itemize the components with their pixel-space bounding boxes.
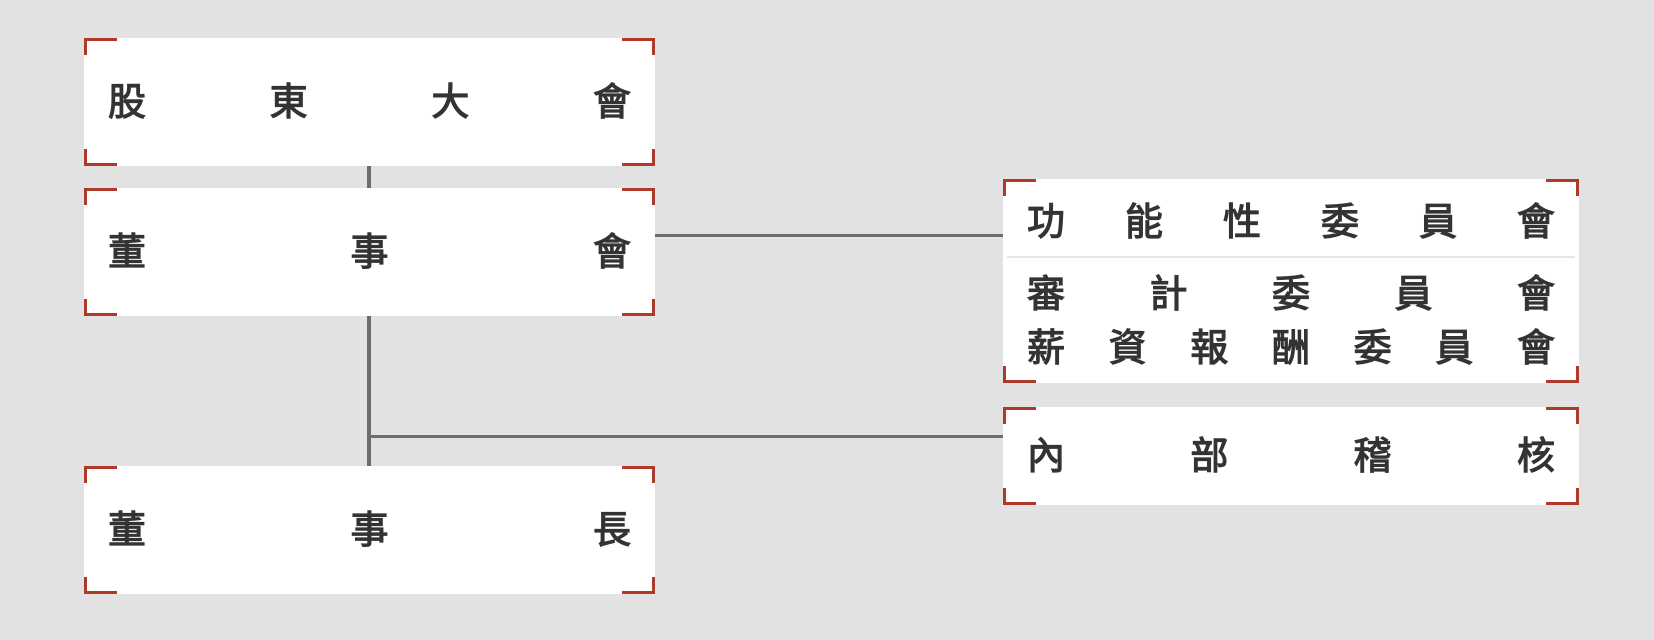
bracket-corner: [622, 577, 655, 594]
label-char: 會: [1516, 326, 1555, 370]
label-char: 長: [592, 508, 631, 552]
bracket-corner: [1003, 366, 1036, 383]
node-label: 董 事 長: [108, 511, 631, 549]
bracket-corner: [84, 149, 117, 166]
bracket-corner: [84, 188, 117, 205]
node-label-functional-committees: 功 能 性 委 員 會: [1027, 203, 1555, 241]
label-char: 股: [108, 80, 147, 124]
connector-shareholders-board: [367, 165, 371, 189]
bracket-corner: [622, 149, 655, 166]
node-chairman: 董 事 長: [84, 466, 655, 594]
bracket-corner: [1546, 407, 1579, 424]
label-char: 稽: [1353, 434, 1392, 478]
label-char: 核: [1516, 434, 1555, 478]
node-board-of-directors: 董 事 會: [84, 188, 655, 316]
bracket-corner: [1546, 488, 1579, 505]
bracket-corner: [84, 466, 117, 483]
label-char: 部: [1190, 434, 1229, 478]
bracket-corner: [84, 299, 117, 316]
node-label: 內 部 稽 核: [1027, 437, 1555, 475]
label-char: 會: [592, 230, 631, 274]
label-char: 審: [1027, 272, 1066, 316]
label-char: 資: [1108, 326, 1147, 370]
label-char: 委: [1353, 326, 1392, 370]
label-char: 酬: [1271, 326, 1310, 370]
node-internal-audit: 內 部 稽 核: [1003, 407, 1579, 505]
node-functional-committees: 功 能 性 委 員 會 審 計 委 員 會 薪 資 報 酬 委 員 會: [1003, 179, 1579, 383]
label-char: 大: [431, 80, 470, 124]
bracket-corner: [1003, 407, 1036, 424]
label-char: 會: [1516, 200, 1555, 244]
node-label-compensation-committee: 薪 資 報 酬 委 員 會: [1027, 329, 1555, 367]
label-char: 功: [1027, 200, 1066, 244]
label-char: 員: [1418, 200, 1457, 244]
bracket-corner: [622, 38, 655, 55]
bracket-corner: [1546, 179, 1579, 196]
label-char: 報: [1190, 326, 1229, 370]
label-char: 會: [592, 80, 631, 124]
group-divider: [1007, 256, 1575, 258]
bracket-corner: [622, 466, 655, 483]
label-char: 能: [1124, 200, 1163, 244]
bracket-corner: [84, 577, 117, 594]
connector-board-committees: [655, 234, 1003, 237]
bracket-corner: [622, 299, 655, 316]
bracket-corner: [622, 188, 655, 205]
node-label: 股 東 大 會: [108, 83, 631, 121]
node-label-audit-committee: 審 計 委 員 會: [1027, 275, 1555, 313]
label-char: 委: [1320, 200, 1359, 244]
label-char: 性: [1222, 200, 1261, 244]
label-char: 計: [1149, 272, 1188, 316]
connector-trunk-internal-audit: [369, 435, 1003, 438]
bracket-corner: [1003, 488, 1036, 505]
label-char: 董: [108, 508, 147, 552]
label-char: 董: [108, 230, 147, 274]
label-char: 內: [1027, 434, 1066, 478]
label-char: 員: [1435, 326, 1474, 370]
label-char: 事: [350, 508, 389, 552]
label-char: 事: [350, 230, 389, 274]
label-char: 員: [1394, 272, 1433, 316]
node-label: 董 事 會: [108, 233, 631, 271]
connector-board-chairman: [367, 315, 371, 467]
label-char: 薪: [1027, 326, 1066, 370]
label-char: 會: [1516, 272, 1555, 316]
bracket-corner: [84, 38, 117, 55]
label-char: 委: [1271, 272, 1310, 316]
bracket-corner: [1546, 366, 1579, 383]
node-shareholders-meeting: 股 東 大 會: [84, 38, 655, 166]
bracket-corner: [1003, 179, 1036, 196]
label-char: 東: [269, 80, 308, 124]
